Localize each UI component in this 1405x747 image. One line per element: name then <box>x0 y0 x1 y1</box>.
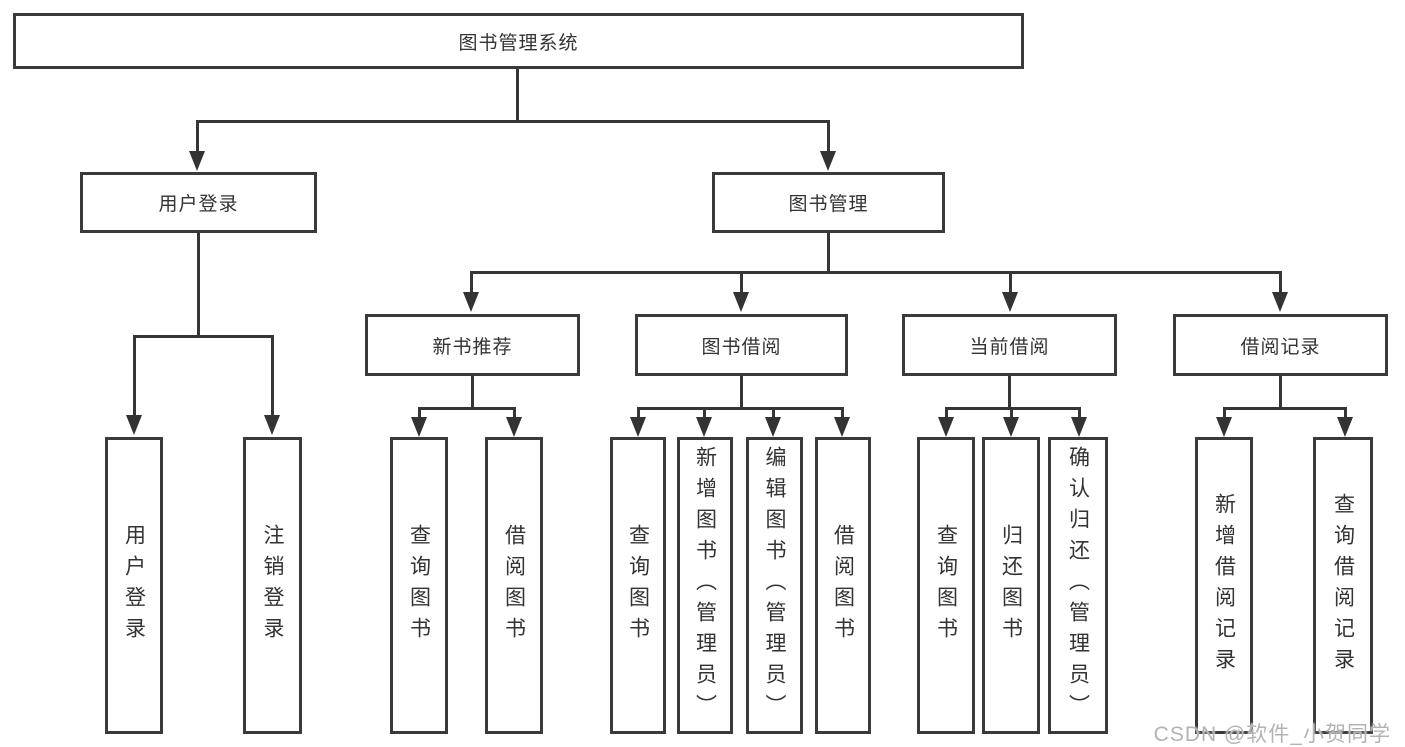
connector-line <box>133 335 136 417</box>
connector-line <box>945 407 1081 410</box>
connector-line <box>1078 407 1081 419</box>
node-label: 图书管理系统 <box>458 32 579 54</box>
connector-line <box>471 271 1282 274</box>
connector-line <box>471 376 474 409</box>
connector-line <box>841 407 844 419</box>
connector-line <box>1344 407 1347 419</box>
leaf-logout: 注销登录 <box>243 437 302 734</box>
leaf-label: 查询图书 <box>626 523 650 648</box>
leaf-borrow-books-borrow: 借阅图书 <box>815 437 871 734</box>
arrow-down <box>733 292 749 312</box>
leaf-label: 编辑图书（管理员） <box>763 446 786 725</box>
arrow-down <box>630 417 646 437</box>
arrow-down <box>506 417 522 437</box>
leaf-query-books-current: 查询图书 <box>917 437 975 734</box>
leaf-query-books-borrow: 查询图书 <box>610 437 666 734</box>
leaf-label: 确认归还（管理员） <box>1066 446 1090 725</box>
arrow-down <box>1337 417 1353 437</box>
leaf-add-borrow-record: 新增借阅记录 <box>1195 437 1253 734</box>
connector-line <box>1279 271 1282 296</box>
leaf-label: 注销登录 <box>261 523 284 648</box>
arrow-down <box>411 417 427 437</box>
connector-line <box>827 233 830 273</box>
leaf-confirm-return-admin: 确认归还（管理员） <box>1048 437 1108 734</box>
connector-line <box>740 376 743 409</box>
connector-line <box>1279 376 1282 409</box>
arrow-down <box>1003 417 1019 437</box>
connector-line <box>516 69 519 122</box>
leaf-query-books-recommend: 查询图书 <box>390 437 448 734</box>
arrow-down <box>820 151 836 171</box>
arrow-down <box>1272 292 1288 312</box>
node-label: 图书管理 <box>788 194 869 215</box>
connector-line <box>470 271 473 296</box>
leaf-label: 借阅图书 <box>502 523 526 648</box>
connector-line <box>1009 271 1012 296</box>
connector-line <box>1008 376 1011 409</box>
connector-line <box>1223 407 1347 410</box>
arrow-down <box>1002 292 1018 312</box>
node-borrowing-records: 借阅记录 <box>1173 314 1388 376</box>
connector-line <box>703 407 706 419</box>
leaf-label: 借阅图书 <box>831 523 855 648</box>
node-label: 借阅记录 <box>1240 336 1321 358</box>
connector-line <box>740 271 743 296</box>
arrow-down <box>834 417 850 437</box>
leaf-label: 用户登录 <box>122 523 146 648</box>
node-book-borrowing: 图书借阅 <box>635 314 848 376</box>
connector-line <box>637 407 640 419</box>
connector-line <box>418 407 515 410</box>
connector-line <box>418 407 421 419</box>
connector-line <box>513 407 516 419</box>
leaf-label: 查询借阅记录 <box>1331 492 1355 679</box>
node-current-borrowing: 当前借阅 <box>902 314 1117 376</box>
leaf-label: 新增借阅记录 <box>1212 492 1236 679</box>
connector-line <box>196 120 199 154</box>
arrow-down <box>189 151 205 171</box>
connector-line <box>827 120 830 154</box>
connector-line <box>772 407 775 419</box>
leaf-return-book: 归还图书 <box>982 437 1040 734</box>
arrow-down <box>696 417 712 437</box>
node-label: 图书借阅 <box>701 336 782 358</box>
leaf-label: 查询图书 <box>407 523 431 648</box>
leaf-edit-book-admin: 编辑图书（管理员） <box>746 437 803 734</box>
connector-line <box>945 407 948 419</box>
arrow-down <box>1216 417 1232 437</box>
connector-line <box>196 120 830 123</box>
arrow-down <box>938 417 954 437</box>
node-book-management: 图书管理 <box>712 172 945 233</box>
leaf-query-borrow-record: 查询借阅记录 <box>1313 437 1373 734</box>
leaf-user-login: 用户登录 <box>105 437 163 734</box>
leaf-borrow-books-recommend: 借阅图书 <box>485 437 543 734</box>
csdn-watermark: CSDN @软件_小贺同学 <box>1153 723 1391 746</box>
node-user-login: 用户登录 <box>80 172 317 233</box>
connector-line <box>197 233 200 337</box>
leaf-label: 新增图书（管理员） <box>693 446 717 725</box>
arrow-down <box>463 292 479 312</box>
leaf-add-book-admin: 新增图书（管理员） <box>677 437 733 734</box>
arrow-down <box>264 415 280 435</box>
node-new-book-recommend: 新书推荐 <box>365 314 580 376</box>
connector-line <box>1223 407 1226 419</box>
node-library-management-system: 图书管理系统 <box>13 13 1024 69</box>
node-label: 用户登录 <box>158 194 239 215</box>
arrow-down <box>765 417 781 437</box>
connector-line <box>133 335 274 338</box>
node-label: 当前借阅 <box>969 336 1050 358</box>
leaf-label: 归还图书 <box>999 523 1023 648</box>
connector-line <box>271 335 274 417</box>
connector-line <box>637 407 844 410</box>
leaf-label: 查询图书 <box>934 523 958 648</box>
arrow-down <box>126 415 142 435</box>
connector-line <box>1010 407 1013 419</box>
arrow-down <box>1071 417 1087 437</box>
node-label: 新书推荐 <box>432 336 513 358</box>
